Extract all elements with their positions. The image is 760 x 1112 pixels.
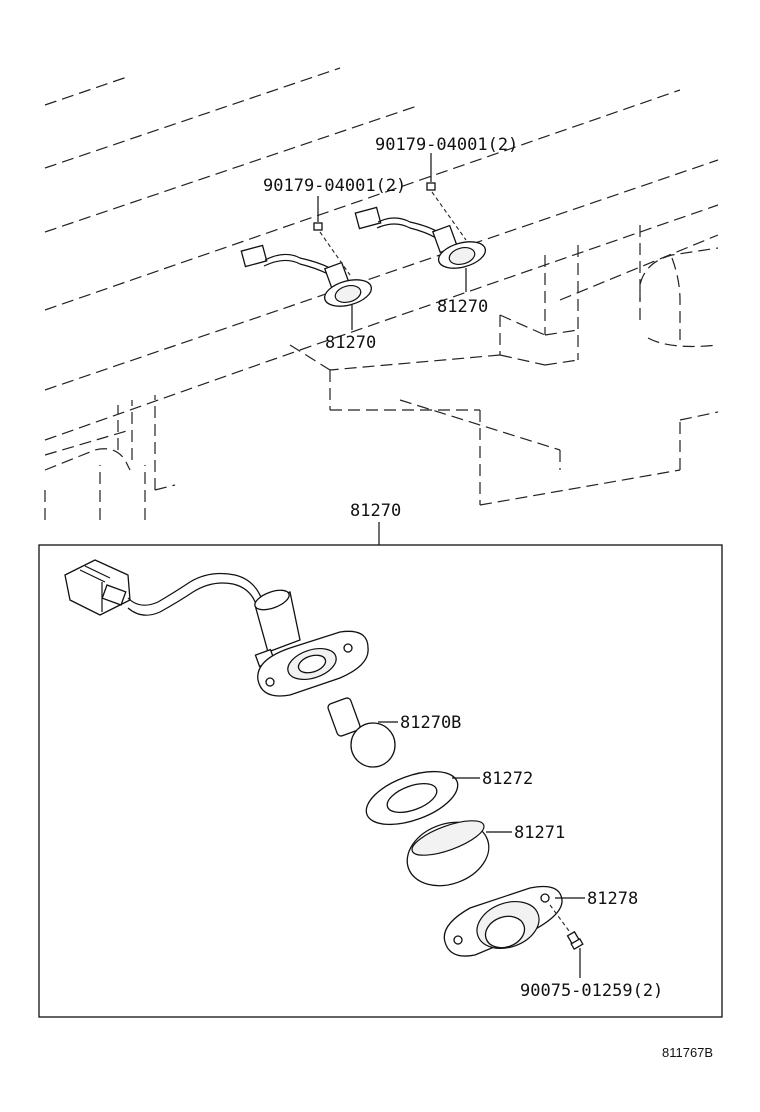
bolt-right-icon (426, 153, 467, 241)
label-bulb: 81270B (400, 713, 461, 733)
socket-icon (254, 589, 301, 668)
lens-icon (406, 820, 490, 887)
label-lamp-right: 81270 (437, 297, 488, 317)
housing-icon (443, 885, 563, 957)
label-housing: 81278 (587, 889, 638, 909)
label-gasket: 81272 (482, 769, 533, 789)
bulb-icon (327, 697, 396, 768)
bolt-left-icon (313, 196, 351, 276)
label-lens: 81271 (514, 823, 565, 843)
label-lamp-left: 81270 (325, 333, 376, 353)
license-lamp-right-installed (354, 206, 487, 269)
gasket-icon (365, 770, 459, 826)
license-lamp-left-installed (240, 244, 373, 307)
wire-harness (127, 572, 263, 606)
lamp-bezel-icon (257, 630, 369, 697)
label-assembly: 81270 (350, 501, 401, 521)
label-bolt-left: 90179-04001(2) (263, 176, 406, 196)
screw-icon (549, 904, 584, 950)
label-screw: 90075-01259(2) (520, 981, 663, 1001)
assembly-box (38, 544, 723, 1018)
label-bolt-right: 90179-04001(2) (375, 135, 518, 155)
connector-icon (64, 559, 131, 616)
figure-code: 811767B (662, 1045, 713, 1060)
vehicle-body-outline (44, 67, 719, 520)
